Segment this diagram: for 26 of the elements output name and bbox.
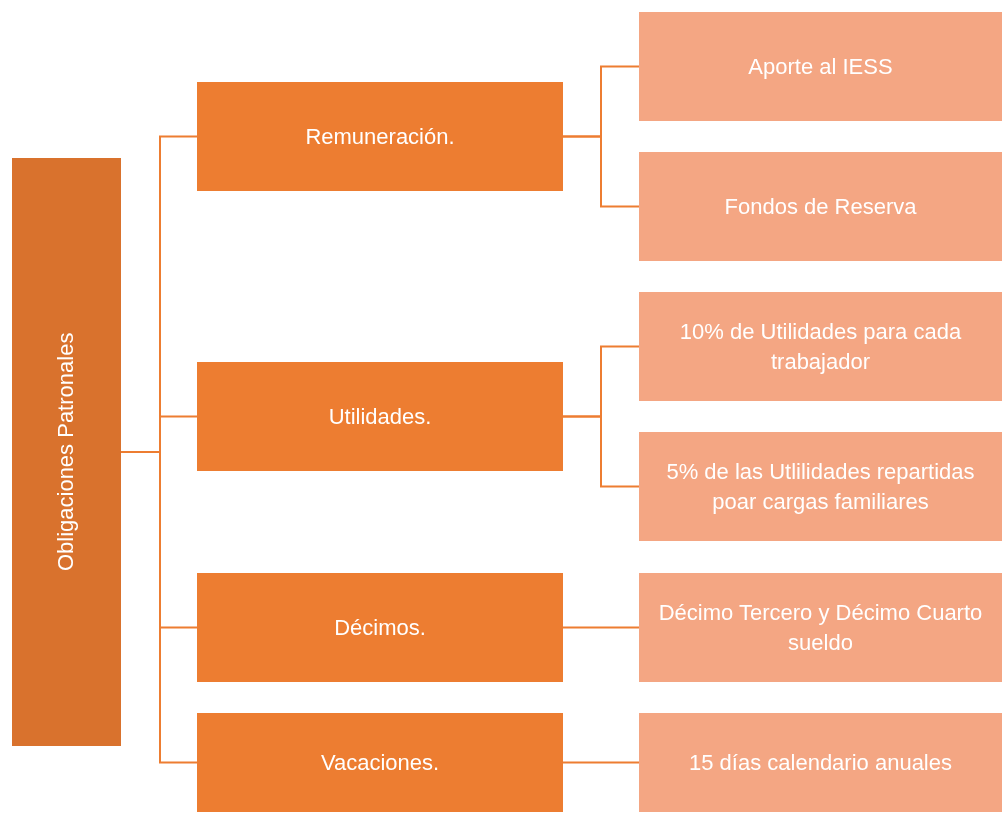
- node-label: Vacaciones.: [320, 748, 440, 777]
- node-label: 10% de Utilidades para cada trabajador: [678, 317, 963, 376]
- detail-box: [639, 292, 1002, 401]
- detail-box: [639, 432, 1002, 541]
- node-label: 5% de las Utlilidades repartidas poar cargas familiares: [665, 457, 976, 516]
- connector-line: [562, 761, 640, 764]
- node-label: Décimo Tercero y Décimo Cuarto sueldo: [657, 598, 984, 657]
- node-label: Fondos de Reserva: [724, 192, 917, 221]
- category-box: [197, 82, 563, 191]
- node-label: Obligaciones Patronales: [52, 332, 80, 572]
- detail-box: [639, 12, 1002, 121]
- detail-box: [639, 152, 1002, 261]
- connector-line: [562, 135, 640, 208]
- connector-line: [562, 626, 640, 629]
- node-label: Remuneración.: [305, 122, 455, 151]
- node-label: Aporte al IESS: [748, 52, 893, 81]
- detail-box: [639, 573, 1002, 682]
- node-label: 15 días calendario anuales: [689, 748, 952, 777]
- category-box: [197, 713, 563, 812]
- category-box: [197, 362, 563, 471]
- node-label: Décimos.: [334, 613, 426, 642]
- root-box: [12, 158, 121, 746]
- category-box: [197, 573, 563, 682]
- node-label: Utilidades.: [328, 402, 432, 431]
- connector-line: [562, 415, 640, 488]
- detail-box: [639, 713, 1002, 812]
